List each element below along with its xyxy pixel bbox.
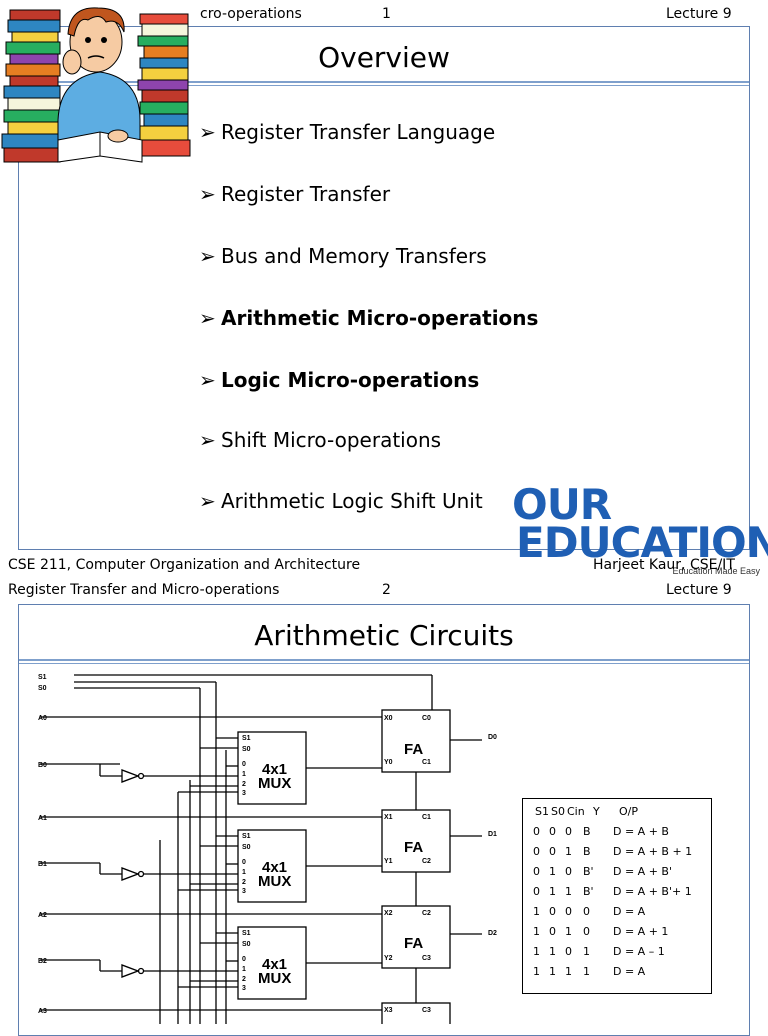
slide1-footer-right: Harjeet Kaur, CSE/IT [593, 557, 735, 573]
mux2-label-2: MUX [258, 970, 291, 987]
mux-pin-3: 3 [242, 790, 246, 797]
bullet-4: ➢Arithmetic Micro-operations [199, 306, 539, 330]
fa3-x: X3 [384, 1007, 393, 1014]
mux-pin-2: 2 [242, 879, 246, 886]
mux-pin-0: 0 [242, 956, 246, 963]
input-label-b1: B1 [38, 861, 47, 868]
fa0-out: D0 [488, 734, 497, 741]
fa2-cin: C2 [422, 910, 431, 917]
student-with-books-clipart [1, 7, 191, 163]
fa0-x: X0 [384, 715, 393, 722]
slide2-page-number: 2 [382, 582, 391, 598]
mux1-label-2: MUX [258, 873, 291, 890]
mux-pin-s0: S0 [242, 941, 251, 948]
slide1-footer-left: CSE 211, Computer Organization and Archi… [8, 557, 361, 573]
input-label-a2: A2 [38, 912, 47, 919]
fa2-y: Y2 [384, 955, 393, 962]
mux-pin-s0: S0 [242, 746, 251, 753]
fa1-y: Y1 [384, 858, 393, 865]
fa1-cout: C2 [422, 858, 431, 865]
mux-pin-0: 0 [242, 859, 246, 866]
bullet-1: ➢Register Transfer Language [199, 120, 496, 144]
bullet-5: ➢Logic Micro-operations [199, 368, 480, 392]
fa1-out: D1 [488, 831, 497, 838]
fa1-label: FA [404, 839, 423, 856]
our-education-logo: OUR EDUCATION Education Made Easy [512, 478, 768, 576]
input-label-a0: A0 [38, 715, 47, 722]
fa0-cin: C0 [422, 715, 431, 722]
slide1-header-right: Lecture 9 [666, 6, 732, 22]
input-label-b2: B2 [38, 958, 47, 965]
mux0-label-1: 4x1 [262, 761, 287, 778]
mux-pin-1: 1 [242, 966, 246, 973]
fa0-y: Y0 [384, 759, 393, 766]
arrow-bullet-icon: ➢ [199, 428, 216, 452]
slide-arithmetic-circuits: Arithmetic Circuits [18, 604, 750, 1036]
bullet-7: ➢Arithmetic Logic Shift Unit [199, 489, 483, 513]
slide1-page-number: 1 [382, 6, 391, 22]
input-label-s1: S1 [38, 674, 47, 681]
mux0-label-2: MUX [258, 775, 291, 792]
input-label-s0: S0 [38, 685, 47, 692]
mux2-label-1: 4x1 [262, 956, 287, 973]
arrow-bullet-icon: ➢ [199, 244, 216, 268]
mux-pin-3: 3 [242, 888, 246, 895]
slide2-title: Arithmetic Circuits [254, 619, 514, 652]
arrow-bullet-icon: ➢ [199, 489, 216, 513]
fa1-cin: C1 [422, 814, 431, 821]
slide2-header-right: Lecture 9 [666, 582, 732, 598]
mux-pin-s0: S0 [242, 844, 251, 851]
arrow-bullet-icon: ➢ [199, 368, 216, 392]
slide1-title: Overview [318, 41, 450, 74]
slide1-header-left: cro-operations [200, 6, 302, 22]
bullet-6: ➢Shift Micro-operations [199, 428, 442, 452]
slide-overview: Overview ➢Register Transfer Language ➢Re… [18, 26, 750, 550]
bullet-3: ➢Bus and Memory Transfers [199, 244, 487, 268]
logo-line-2: EDUCATION [516, 518, 768, 567]
fa2-x: X2 [384, 910, 393, 917]
mux-pin-1: 1 [242, 869, 246, 876]
mux1-label-1: 4x1 [262, 859, 287, 876]
fa1-x: X1 [384, 814, 393, 821]
arrow-bullet-icon: ➢ [199, 306, 216, 330]
fa0-cout: C1 [422, 759, 431, 766]
input-label-b0: B0 [38, 762, 47, 769]
input-label-a3: A3 [38, 1008, 47, 1015]
mux-pin-2: 2 [242, 976, 246, 983]
mux-pin-0: 0 [242, 761, 246, 768]
title-rule [19, 659, 749, 664]
mux-pin-s1: S1 [242, 833, 251, 840]
arrow-bullet-icon: ➢ [199, 182, 216, 206]
fa0-label: FA [404, 741, 423, 758]
slide2-header-left: Register Transfer and Micro-operations [8, 582, 280, 598]
title-rule [37, 81, 749, 86]
arrow-bullet-icon: ➢ [199, 120, 216, 144]
input-label-a1: A1 [38, 815, 47, 822]
mux-pin-s1: S1 [242, 735, 251, 742]
mux-pin-s1: S1 [242, 930, 251, 937]
fa3-cin: C3 [422, 1007, 431, 1014]
mux-pin-3: 3 [242, 985, 246, 992]
fa2-out: D2 [488, 930, 497, 937]
arithmetic-circuit-diagram: S1 S0 A0 B0 A1 B1 A2 B2 A3 S1 S0 0 1 2 3… [38, 674, 497, 1024]
fa2-cout: C3 [422, 955, 431, 962]
mux-pin-1: 1 [242, 771, 246, 778]
logo-tagline: Education Made Easy [672, 566, 760, 576]
mux-pin-2: 2 [242, 781, 246, 788]
bullet-2: ➢Register Transfer [199, 182, 391, 206]
fa2-label: FA [404, 935, 423, 952]
logo-line-1: OUR [512, 480, 612, 529]
